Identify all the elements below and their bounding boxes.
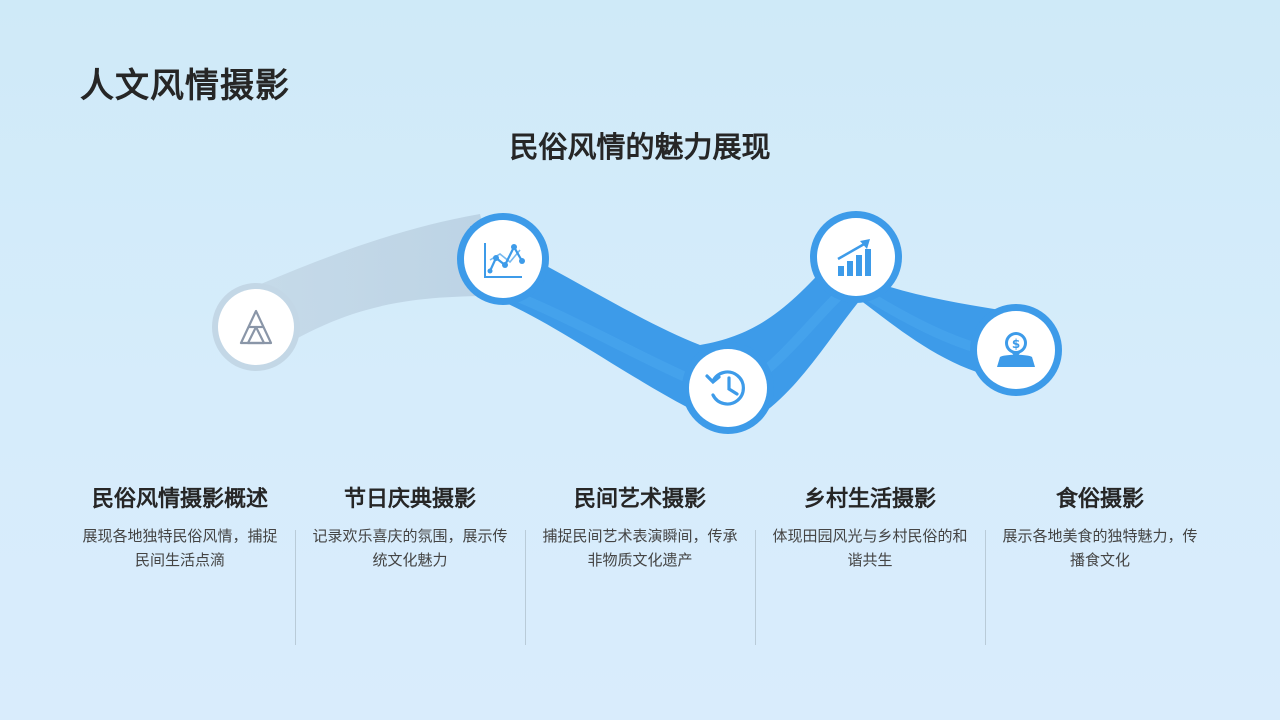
column-heading: 食俗摄影 (1055, 487, 1144, 512)
svg-text:$: $ (1012, 337, 1020, 351)
column-heading: 民俗风情摄影概述 (91, 487, 268, 512)
column-heading: 乡村生活摄影 (803, 487, 936, 512)
timeline-node-3 (682, 342, 774, 434)
scatter-chart-icon (484, 243, 525, 278)
column-divider (985, 530, 986, 645)
column-5: 食俗摄影 展示各地美食的独特魅力，传播食文化 (985, 484, 1215, 572)
slide-subtitle: 民俗风情的魅力展现 (509, 130, 771, 164)
timeline-node-2 (457, 213, 549, 305)
slide-title: 人文风情摄影 (80, 66, 290, 106)
timeline-node-1 (212, 283, 300, 371)
column-2: 节日庆典摄影 记录欢乐喜庆的氛围，展示传统文化魅力 (295, 484, 525, 572)
column-heading: 民间艺术摄影 (573, 487, 706, 512)
column-description: 展现各地独特民俗风情，捕捉民间生活点滴 (82, 527, 278, 569)
column-divider (525, 530, 526, 645)
column-heading: 节日庆典摄影 (343, 487, 476, 512)
column-description: 捕捉民间艺术表演瞬间，传承非物质文化遗产 (542, 527, 738, 569)
timeline-connector-inactive (256, 214, 500, 360)
timeline-node-5: $ (970, 304, 1062, 396)
history-icon (705, 370, 745, 406)
column-description: 展示各地美食的独特魅力，传播食文化 (1002, 527, 1198, 569)
column-description: 体现田园风光与乡村民俗的和谐共生 (772, 527, 968, 569)
column-divider (755, 530, 756, 645)
timeline-node-4 (810, 211, 902, 303)
column-1: 民俗风情摄影概述 展现各地独特民俗风情，捕捉民间生活点滴 (65, 484, 295, 572)
column-divider (295, 530, 296, 645)
triangle-icon (239, 309, 273, 345)
money-pin-icon: $ (997, 332, 1035, 367)
column-4: 乡村生活摄影 体现田园风光与乡村民俗的和谐共生 (755, 484, 985, 572)
timeline-connector-shine (495, 278, 1010, 401)
column-description: 记录欢乐喜庆的氛围，展示传统文化魅力 (312, 527, 508, 569)
bar-chart-up-icon (837, 239, 871, 276)
column-3: 民间艺术摄影 捕捉民间艺术表演瞬间，传承非物质文化遗产 (525, 484, 755, 572)
